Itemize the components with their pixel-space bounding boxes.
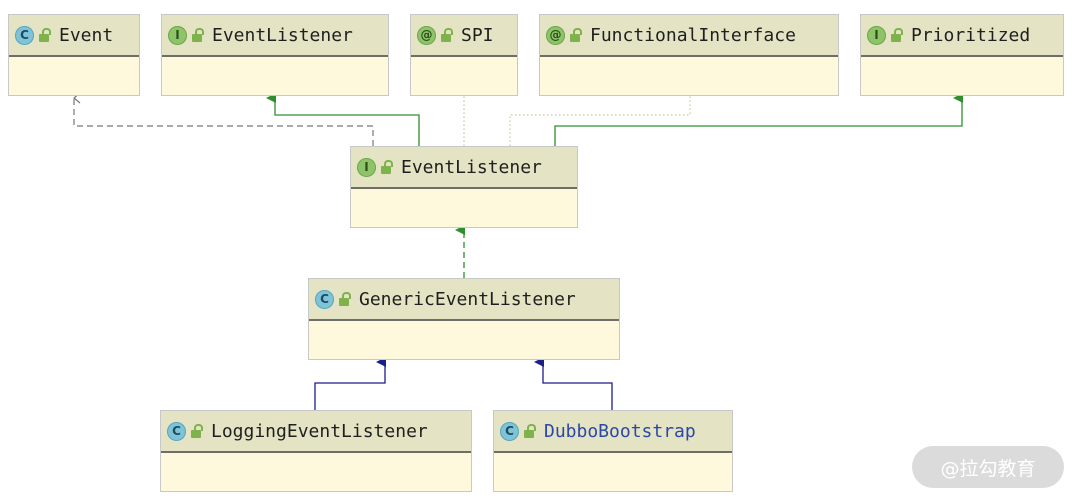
class-icon: C: [315, 289, 334, 309]
annotation-icon: @: [417, 25, 436, 45]
interface-icon: I: [357, 157, 376, 177]
annotation-icon: @: [546, 25, 565, 45]
node-name: GenericEventListener: [359, 288, 576, 310]
class-icon: C: [500, 421, 519, 441]
lock-icon: [191, 424, 203, 438]
edge-dubbo-to-generic: [534, 357, 613, 410]
node-event-listener[interactable]: I EventListener: [350, 146, 578, 228]
node-name: FunctionalInterface: [590, 24, 796, 46]
node-name: EventListener: [212, 24, 353, 46]
lock-icon: [570, 28, 582, 42]
edge-event-listener-to-functional-interface: [509, 96, 691, 146]
lock-icon: [39, 28, 51, 42]
node-prioritized[interactable]: I Prioritized: [860, 14, 1064, 96]
edge-event-listener-to-event: [73, 92, 374, 146]
node-spi[interactable]: @ SPI: [410, 14, 518, 96]
lock-icon: [339, 292, 351, 306]
lock-icon: [524, 424, 536, 438]
node-name: SPI: [461, 24, 494, 46]
node-generic-event-listener[interactable]: C GenericEventListener: [308, 278, 620, 360]
node-logging-event-listener[interactable]: C LoggingEventListener: [160, 410, 472, 492]
node-name: Event: [59, 24, 114, 46]
node-event-listener-top[interactable]: I EventListener: [161, 14, 389, 96]
class-icon: C: [15, 25, 34, 45]
node-functional-interface[interactable]: @ FunctionalInterface: [539, 14, 839, 96]
watermark: @拉勾教育: [912, 446, 1064, 488]
edge-event-listener-to-prioritized: [554, 93, 963, 146]
lock-icon: [441, 28, 453, 42]
node-event[interactable]: C Event: [8, 14, 140, 96]
node-dubbo-bootstrap[interactable]: C DubboBootstrap: [493, 410, 733, 492]
class-icon: C: [167, 421, 186, 441]
lock-icon: [891, 28, 903, 42]
node-name: EventListener: [401, 156, 542, 178]
lock-icon: [192, 28, 204, 42]
interface-icon: I: [867, 25, 886, 45]
edge-event-listener-to-event-listener-top: [266, 93, 420, 146]
node-name: LoggingEventListener: [211, 420, 428, 442]
node-name: DubboBootstrap: [544, 420, 696, 442]
interface-icon: I: [168, 25, 187, 45]
lock-icon: [381, 160, 393, 174]
edge-logging-to-generic: [314, 357, 386, 410]
node-name: Prioritized: [911, 24, 1031, 46]
